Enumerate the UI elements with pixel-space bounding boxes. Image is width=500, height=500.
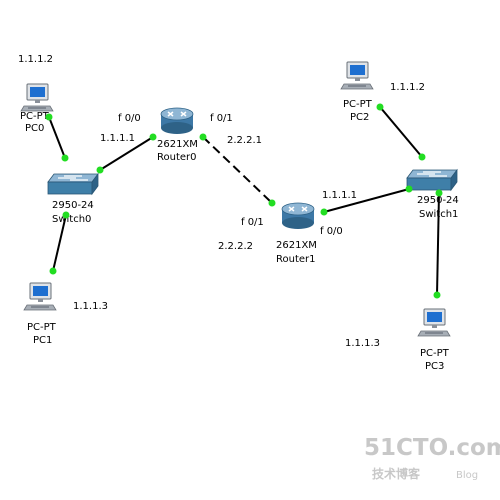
port-dot: [149, 133, 157, 141]
watermark: 51CTO.com 技术博客 Blog: [364, 435, 500, 481]
device-switch0[interactable]: 2950-24 Switch0: [47, 173, 99, 225]
port-dot: [45, 113, 53, 121]
watermark-blog: Blog: [456, 470, 478, 481]
pc-icon[interactable]: [340, 61, 374, 90]
device-router0[interactable]: 2621XM Router0 f 0/0 1.1.1.1 f 0/1 2.2.2…: [100, 107, 262, 163]
router0-f01-port-label: f 0/1: [210, 113, 233, 124]
link-pc2-switch1[interactable]: [379, 106, 423, 158]
pc2-name-label: PC2: [350, 112, 369, 123]
router1-f00-ip-label: 1.1.1.1: [322, 190, 357, 201]
pc0-name-label: PC0: [25, 123, 44, 134]
switch0-model-label: 2950-24: [52, 200, 94, 211]
port-dot: [268, 199, 276, 207]
router1-model-label: 2621XM: [276, 240, 317, 251]
switch-icon[interactable]: [47, 173, 99, 195]
switch1-name-label: Switch1: [419, 209, 458, 220]
router0-f00-port-label: f 0/0: [118, 113, 141, 124]
pc1-type-label: PC-PT: [27, 322, 57, 333]
router-icon[interactable]: [281, 202, 315, 230]
pc-icon[interactable]: [20, 83, 54, 112]
pc2-ip-label: 1.1.1.2: [390, 82, 425, 93]
pc3-name-label: PC3: [425, 361, 444, 372]
device-pc2[interactable]: 1.1.1.2 PC-PT PC2: [340, 61, 425, 123]
network-links: [48, 106, 440, 296]
pc-icon[interactable]: [417, 308, 451, 337]
switch0-name-label: Switch0: [52, 214, 91, 225]
port-dot: [320, 208, 328, 216]
router1-f01-ip-label: 2.2.2.2: [218, 241, 253, 252]
pc3-type-label: PC-PT: [420, 348, 450, 359]
port-dot: [61, 154, 69, 162]
router0-name-label: Router0: [157, 152, 197, 163]
pc0-type-label: PC-PT: [20, 111, 50, 122]
link-pc0-switch0[interactable]: [48, 116, 66, 159]
router1-name-label: Router1: [276, 254, 316, 265]
link-switch0-pc1[interactable]: [52, 214, 67, 272]
port-status-dots: [45, 103, 443, 299]
pc1-ip-label: 1.1.1.3: [73, 301, 108, 312]
pc-icon[interactable]: [23, 282, 57, 311]
device-pc3[interactable]: 1.1.1.3 PC-PT PC3: [345, 308, 451, 372]
watermark-site: 51CTO.com: [364, 435, 500, 461]
port-dot: [433, 291, 441, 299]
port-dot: [96, 166, 104, 174]
port-dot: [405, 185, 413, 193]
switch1-model-label: 2950-24: [417, 195, 459, 206]
device-switch1[interactable]: 2950-24 Switch1: [406, 169, 459, 220]
port-dot: [435, 189, 443, 197]
link-router1-switch1[interactable]: [323, 188, 410, 213]
port-dot: [49, 267, 57, 275]
router0-f01-ip-label: 2.2.2.1: [227, 135, 262, 146]
router1-f01-port-label: f 0/1: [241, 217, 264, 228]
switch-icon[interactable]: [406, 169, 458, 191]
pc3-ip-label: 1.1.1.3: [345, 338, 380, 349]
watermark-tagline: 技术博客: [372, 466, 421, 481]
pc0-ip-label: 1.1.1.2: [18, 54, 53, 65]
router1-f00-port-label: f 0/0: [320, 226, 343, 237]
link-router0-router1[interactable]: [202, 136, 273, 204]
port-dot: [62, 211, 70, 219]
device-pc1[interactable]: 1.1.1.3 PC-PT PC1: [23, 282, 108, 346]
router-icon[interactable]: [160, 107, 194, 135]
router0-f00-ip-label: 1.1.1.1: [100, 133, 135, 144]
port-dot: [199, 133, 207, 141]
link-switch1-pc3[interactable]: [436, 192, 440, 296]
port-dot: [418, 153, 426, 161]
link-switch0-router0[interactable]: [99, 136, 154, 171]
pc2-type-label: PC-PT: [343, 99, 373, 110]
device-pc0[interactable]: 1.1.1.2 PC-PT PC0: [18, 54, 54, 134]
device-router1[interactable]: 2621XM Router1 f 0/1 2.2.2.2 f 0/0 1.1.1…: [218, 190, 357, 265]
router0-model-label: 2621XM: [157, 139, 198, 150]
port-dot: [376, 103, 384, 111]
pc1-name-label: PC1: [33, 335, 52, 346]
